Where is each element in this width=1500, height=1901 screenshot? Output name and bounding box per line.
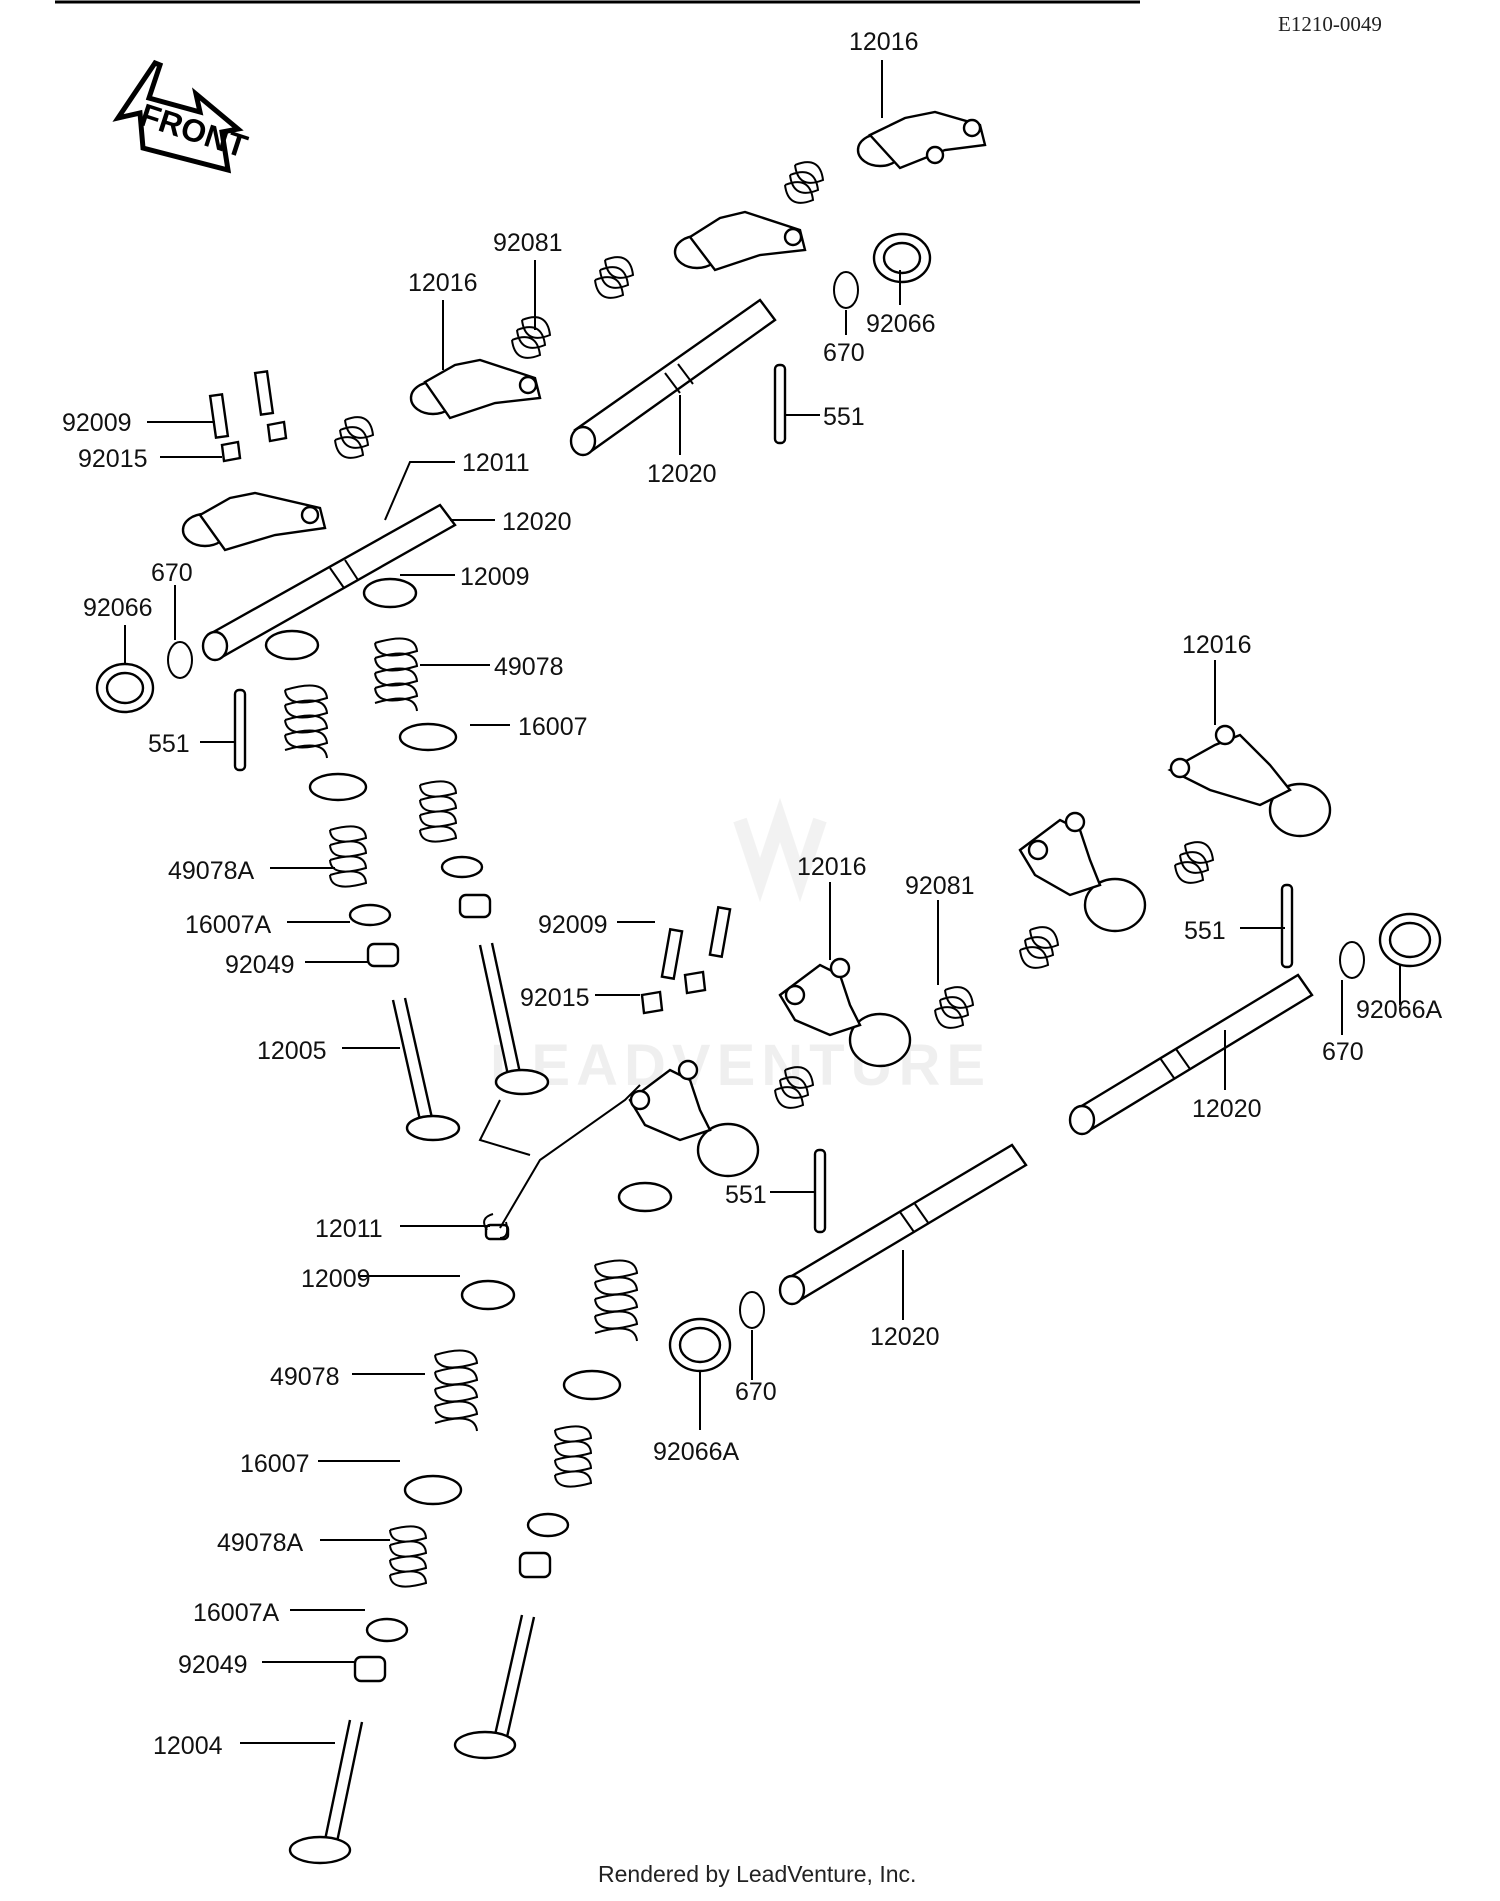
plug-lower-right — [1378, 912, 1442, 968]
callout: 12020 — [1192, 1095, 1262, 1123]
callout: 49078 — [494, 653, 564, 681]
o-ring-lower-right — [1339, 941, 1365, 979]
rocker-arm-upper-1 — [856, 110, 987, 170]
spring-lower-1 — [1174, 841, 1215, 884]
rocker-arm-lower-2 — [1018, 811, 1147, 933]
callout: 92049 — [178, 1651, 248, 1679]
adjuster-screws-lower — [640, 905, 732, 1015]
callout: 551 — [725, 1181, 767, 1209]
spring-lower-2 — [1019, 926, 1060, 969]
dowel-pin-upper-left — [233, 688, 247, 772]
watermark: LEADVENTURE — [490, 797, 991, 1098]
rocker-arm-upper-2 — [673, 210, 807, 272]
callout: 16007 — [518, 713, 588, 741]
callout: 92066 — [866, 310, 936, 338]
svg-text:LEADVENTURE: LEADVENTURE — [490, 1033, 991, 1098]
callout: 12020 — [502, 508, 572, 536]
callout: 551 — [823, 403, 865, 431]
adjuster-screws-upper — [208, 370, 288, 463]
callout: 670 — [735, 1378, 777, 1406]
callout: 12016 — [408, 269, 478, 297]
callout: 12016 — [1182, 631, 1252, 659]
callout: 92066 — [83, 594, 153, 622]
callout: 49078A — [217, 1529, 304, 1557]
valve-stack-lower-right — [453, 1181, 673, 1760]
rocker-arm-upper-3 — [409, 358, 542, 420]
callout: 12009 — [460, 563, 530, 591]
spring-upper-2 — [594, 256, 635, 299]
callout: 12020 — [647, 460, 717, 488]
callout: 12016 — [797, 853, 867, 881]
callout: 49078A — [168, 857, 255, 885]
rocker-shaft-upper-rear — [569, 298, 777, 457]
callout: 670 — [1322, 1038, 1364, 1066]
dowel-pin-lower-right — [1280, 883, 1294, 969]
plug-upper-left — [95, 662, 155, 714]
spring-upper-1 — [784, 161, 825, 204]
callout: 92081 — [905, 872, 975, 900]
leader-lines — [124, 60, 1401, 1744]
footer-credit: Rendered by LeadVenture, Inc. — [598, 1861, 916, 1887]
callout: 92009 — [62, 409, 132, 437]
valve-stack-upper-left — [264, 629, 461, 1142]
callout: 92009 — [538, 911, 608, 939]
callout: 92066A — [1356, 996, 1443, 1024]
callout: 551 — [148, 730, 190, 758]
callout: 49078 — [270, 1363, 340, 1391]
callout: 670 — [151, 559, 193, 587]
rocker-arm-lower-1 — [1167, 724, 1332, 838]
callout: 551 — [1184, 917, 1226, 945]
callout: 92049 — [225, 951, 295, 979]
callout: 12011 — [315, 1215, 383, 1243]
spring-lower-4 — [774, 1066, 815, 1109]
dowel-pin-lower-left — [813, 1148, 827, 1234]
rocker-arm-lower-3 — [778, 957, 912, 1068]
callout: 12016 — [849, 28, 919, 56]
callout: 92015 — [520, 984, 590, 1012]
callout: 16007A — [185, 911, 272, 939]
keeper-lower-icon — [483, 1213, 509, 1239]
callout: 670 — [823, 339, 865, 367]
o-ring-upper-right — [833, 271, 859, 309]
rocker-arm-lower-4 — [628, 1059, 760, 1178]
front-arrow-icon: FRONT — [112, 59, 252, 174]
callout: 92015 — [78, 445, 148, 473]
spring-upper-4 — [334, 416, 375, 459]
dowel-pin-upper-right — [773, 363, 787, 445]
spring-lower-3 — [934, 986, 975, 1029]
plug-upper-right — [872, 232, 932, 284]
callout: 12020 — [870, 1323, 940, 1351]
callout: 16007A — [193, 1599, 280, 1627]
callout: 16007 — [240, 1450, 310, 1478]
callout: 12005 — [257, 1037, 327, 1065]
callout-labels: 12016 92081 12016 92066 670 551 12020 92… — [62, 28, 1443, 1760]
valve-stack-upper-right — [362, 577, 550, 1096]
rocker-shaft-upper-front — [201, 503, 457, 662]
rocker-shaft-lower-right — [1068, 973, 1314, 1136]
spring-upper-3 — [511, 316, 552, 359]
callout: 12004 — [153, 1732, 223, 1760]
o-ring-upper-left — [167, 641, 193, 679]
rocker-shaft-lower-left — [778, 1143, 1028, 1306]
plug-lower-left — [668, 1317, 732, 1373]
reference-code: E1210-0049 — [1278, 12, 1382, 36]
callout: 12009 — [301, 1265, 371, 1293]
valve-stack-lower-left — [288, 1099, 531, 1865]
callout: 12011 — [462, 449, 530, 477]
callout: 92081 — [493, 229, 563, 257]
rocker-arm-upper-4 — [181, 491, 327, 552]
o-ring-lower-left — [739, 1291, 765, 1329]
callout: 92066A — [653, 1438, 740, 1466]
